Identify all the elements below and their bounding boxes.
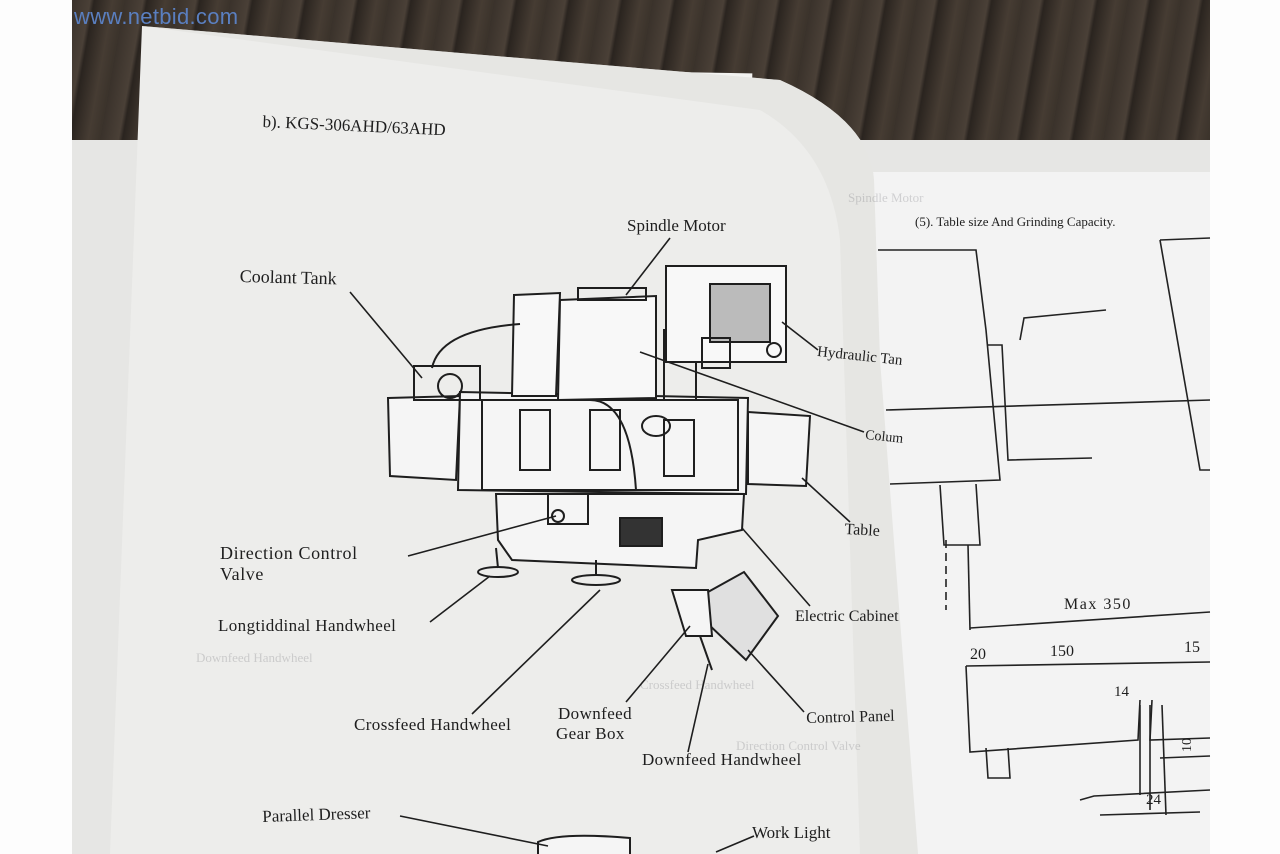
label-downfeed-gear-box-1: Downfeed: [558, 704, 633, 723]
bleed-text: Crossfeed Handwheel: [640, 677, 755, 692]
label-direction-control-valve-1: Direction Control: [220, 543, 358, 563]
bleed-text: Direction Control Valve: [736, 738, 861, 753]
dim-20: 20: [970, 646, 986, 663]
label-direction-control-valve-2: Valve: [220, 564, 264, 584]
dim-150b: 15: [1184, 639, 1200, 656]
dim-24: 24: [1146, 792, 1161, 808]
label-electric-cabinet: Electric Cabinet: [795, 608, 899, 625]
label-control-panel: Control Panel: [806, 707, 895, 727]
label-coolant-tank: Coolant Tank: [239, 266, 337, 289]
bleed-text: Downfeed Handwheel: [196, 650, 313, 665]
dim-14: 14: [1114, 684, 1129, 700]
dim-150a: 150: [1050, 643, 1074, 660]
label-downfeed-gear-box-2: Gear Box: [556, 724, 625, 743]
netbid-watermark: www.netbid.com: [74, 4, 239, 29]
label-parallel-dresser: Parallel Dresser: [262, 803, 371, 826]
label-spindle-motor: Spindle Motor: [627, 216, 726, 235]
label-downfeed-handwheel: Downfeed Handwheel: [642, 750, 802, 769]
bleed-text: Spindle Motor: [848, 190, 924, 205]
dim-max: Max 350: [1064, 596, 1132, 613]
label-crossfeed-handwheel: Crossfeed Handwheel: [354, 715, 512, 734]
table-size-heading: (5). Table size And Grinding Capacity.: [915, 214, 1116, 229]
label-work-light: Work Light: [752, 823, 831, 842]
label-longitudinal-handwheel: Longtiddinal Handwheel: [218, 616, 397, 635]
label-table: Table: [844, 521, 881, 540]
